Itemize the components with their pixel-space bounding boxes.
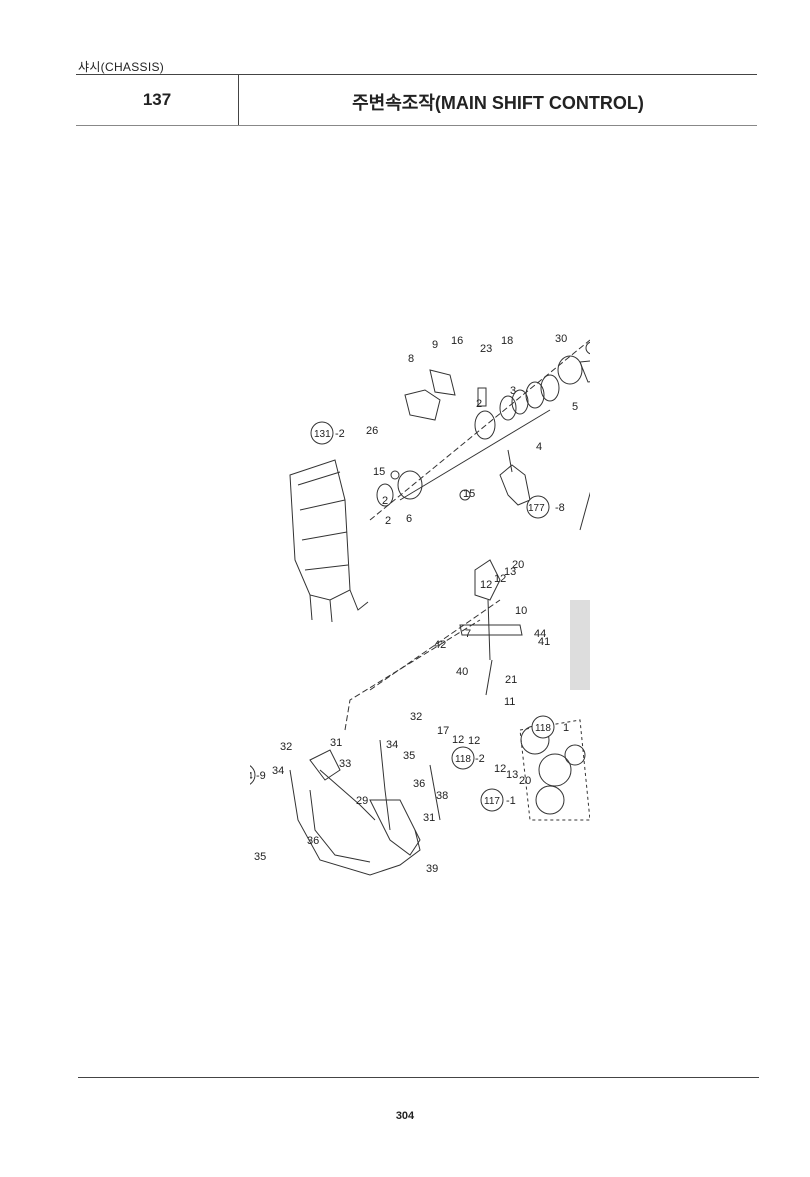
diagram-label: 32 bbox=[280, 741, 292, 753]
diagram-label: 13 bbox=[506, 769, 518, 781]
section-label: 샤시(CHASSIS) bbox=[78, 60, 165, 74]
section-number: 137 bbox=[142, 90, 172, 109]
diagram-label: 26 bbox=[366, 425, 378, 437]
diagram-label: 2 bbox=[382, 495, 388, 507]
diagram-label: 44 bbox=[534, 628, 546, 640]
diagram-label: 10 bbox=[515, 605, 527, 617]
diagram-label: 20 bbox=[512, 559, 524, 571]
diagram-label: 29 bbox=[356, 795, 368, 807]
diagram-label: 31 bbox=[330, 737, 342, 749]
diagram-label: 5 bbox=[572, 401, 578, 413]
diagram-label: 131 bbox=[314, 429, 331, 440]
diagram-label: 36 bbox=[413, 778, 425, 790]
diagram-label: 38 bbox=[436, 790, 448, 802]
diagram-label: 9 bbox=[432, 339, 438, 351]
diagram-label: 1 bbox=[563, 722, 569, 734]
diagram-label: -1 bbox=[506, 795, 516, 807]
diagram-label: -8 bbox=[555, 502, 565, 514]
diagram-label: 11 bbox=[504, 696, 515, 708]
diagram-label: 13 bbox=[504, 566, 516, 578]
page-title: 주변속조작(MAIN SHIFT CONTROL) bbox=[352, 93, 644, 113]
diagram-label: 41 bbox=[538, 636, 550, 648]
diagram-label: -2 bbox=[335, 428, 345, 440]
page-number: 304 bbox=[395, 1110, 415, 1122]
diagram-label: 134 bbox=[250, 771, 253, 782]
diagram-label: 118 bbox=[455, 754, 471, 765]
diagram-label: 18 bbox=[501, 335, 513, 347]
diagram-label: 2 bbox=[385, 515, 391, 527]
header-divider bbox=[238, 75, 239, 125]
diagram-label: 12 bbox=[452, 734, 464, 746]
diagram-label: -2 bbox=[475, 753, 485, 765]
diagram-label: 39 bbox=[426, 863, 438, 875]
diagram-label: 16 bbox=[451, 335, 463, 347]
diagram-label: 35 bbox=[254, 851, 266, 863]
diagram-label: 34 bbox=[386, 739, 398, 751]
top-rule bbox=[76, 74, 757, 75]
diagram-label: 36 bbox=[307, 835, 319, 847]
diagram-label: -9 bbox=[256, 770, 266, 782]
diagram-label: 12 bbox=[468, 735, 480, 747]
diagram-label: 3 bbox=[510, 385, 516, 397]
diagram-label: 118 bbox=[535, 723, 551, 734]
diagram-label: 35 bbox=[403, 750, 415, 762]
diagram-label: 12 bbox=[494, 763, 506, 775]
diagram-label: 12 bbox=[480, 579, 492, 591]
diagram-label: 12 bbox=[494, 573, 506, 585]
diagram-label: 2 bbox=[476, 398, 482, 410]
header-bottom-rule bbox=[76, 125, 757, 126]
parts-diagram-svg: 43 9 16 18 23 30 24 8 22 3 28 2 5 26 131… bbox=[232, 311, 627, 876]
footer-rule bbox=[78, 1077, 759, 1078]
diagram-label: 40 bbox=[456, 666, 468, 678]
diagram-label: 21 bbox=[505, 674, 517, 686]
diagram-label: 20 bbox=[519, 775, 531, 787]
diagram-label: 15 bbox=[463, 488, 475, 500]
diagram-label: 34 bbox=[272, 765, 284, 777]
diagram-label: 17 bbox=[437, 725, 449, 737]
diagram-label: 31 bbox=[423, 812, 435, 824]
diagram-label: 6 bbox=[406, 513, 412, 525]
diagram-label: 33 bbox=[339, 758, 351, 770]
diagram-label: 7 bbox=[465, 628, 471, 640]
diagram-label: 15 bbox=[373, 466, 385, 478]
diagram-label: 30 bbox=[555, 333, 567, 345]
diagram-label: 4 bbox=[536, 441, 542, 453]
parts-diagram: 43 9 16 18 23 30 24 8 22 3 28 2 5 26 131… bbox=[232, 300, 627, 885]
diagram-label: 117 bbox=[484, 796, 500, 807]
diagram-label: 32 bbox=[410, 711, 422, 723]
diagram-label: 8 bbox=[408, 353, 414, 365]
diagram-label: 23 bbox=[480, 343, 492, 355]
diagram-label: 42 bbox=[434, 639, 446, 651]
diagram-label: 177 bbox=[528, 503, 545, 514]
